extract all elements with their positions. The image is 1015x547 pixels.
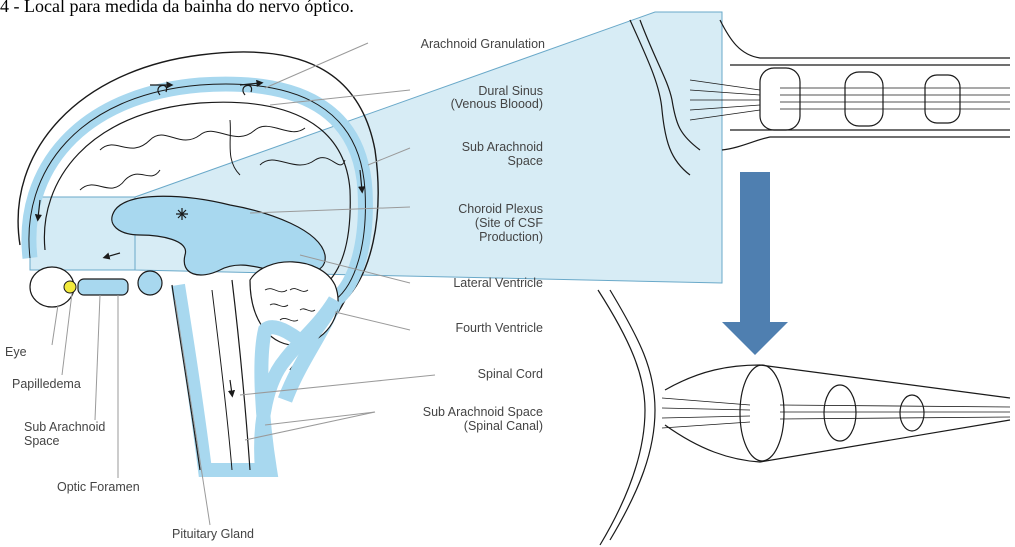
label-sub-arachnoid-spinal-2: (Spinal Canal)	[370, 419, 543, 433]
label-sub-arachnoid-left: Sub Arachnoid	[24, 420, 105, 434]
figure-caption: 4 - Local para medida da bainha do nervo…	[0, 0, 354, 17]
label-choroid-plexus: Choroid Plexus	[420, 202, 543, 216]
label-sub-arachnoid-spinal: Sub Arachnoid Space	[370, 405, 543, 419]
label-sub-arachnoid-space: Sub Arachnoid	[420, 140, 543, 154]
label-dural-sinus: Dural Sinus	[420, 84, 543, 98]
zoom-projection	[30, 12, 722, 283]
optic-nerve	[78, 279, 128, 295]
label-fourth-ventricle: Fourth Ventricle	[400, 321, 543, 335]
label-papilledema: Papilledema	[12, 377, 81, 391]
papilledema-spot	[64, 281, 76, 293]
label-choroid-plexus-3: Production)	[420, 230, 543, 244]
label-pituitary-gland: Pituitary Gland	[172, 527, 254, 541]
label-arachnoid-granulation: Arachnoid Granulation	[368, 37, 545, 51]
label-eye: Eye	[5, 345, 27, 359]
label-sub-arachnoid-space-2: Space	[420, 154, 543, 168]
label-lateral-ventricle: Lateral Ventricle	[400, 276, 543, 290]
label-spinal-cord: Spinal Cord	[400, 367, 543, 381]
label-choroid-plexus-2: (Site of CSF	[420, 216, 543, 230]
label-optic-foramen: Optic Foramen	[57, 480, 140, 494]
down-arrow	[722, 172, 788, 355]
nerve-sheath-bottom	[598, 290, 1010, 545]
label-sub-arachnoid-left-2: Space	[24, 434, 59, 448]
label-dural-sinus-sub: (Venous Bloood)	[420, 97, 543, 111]
